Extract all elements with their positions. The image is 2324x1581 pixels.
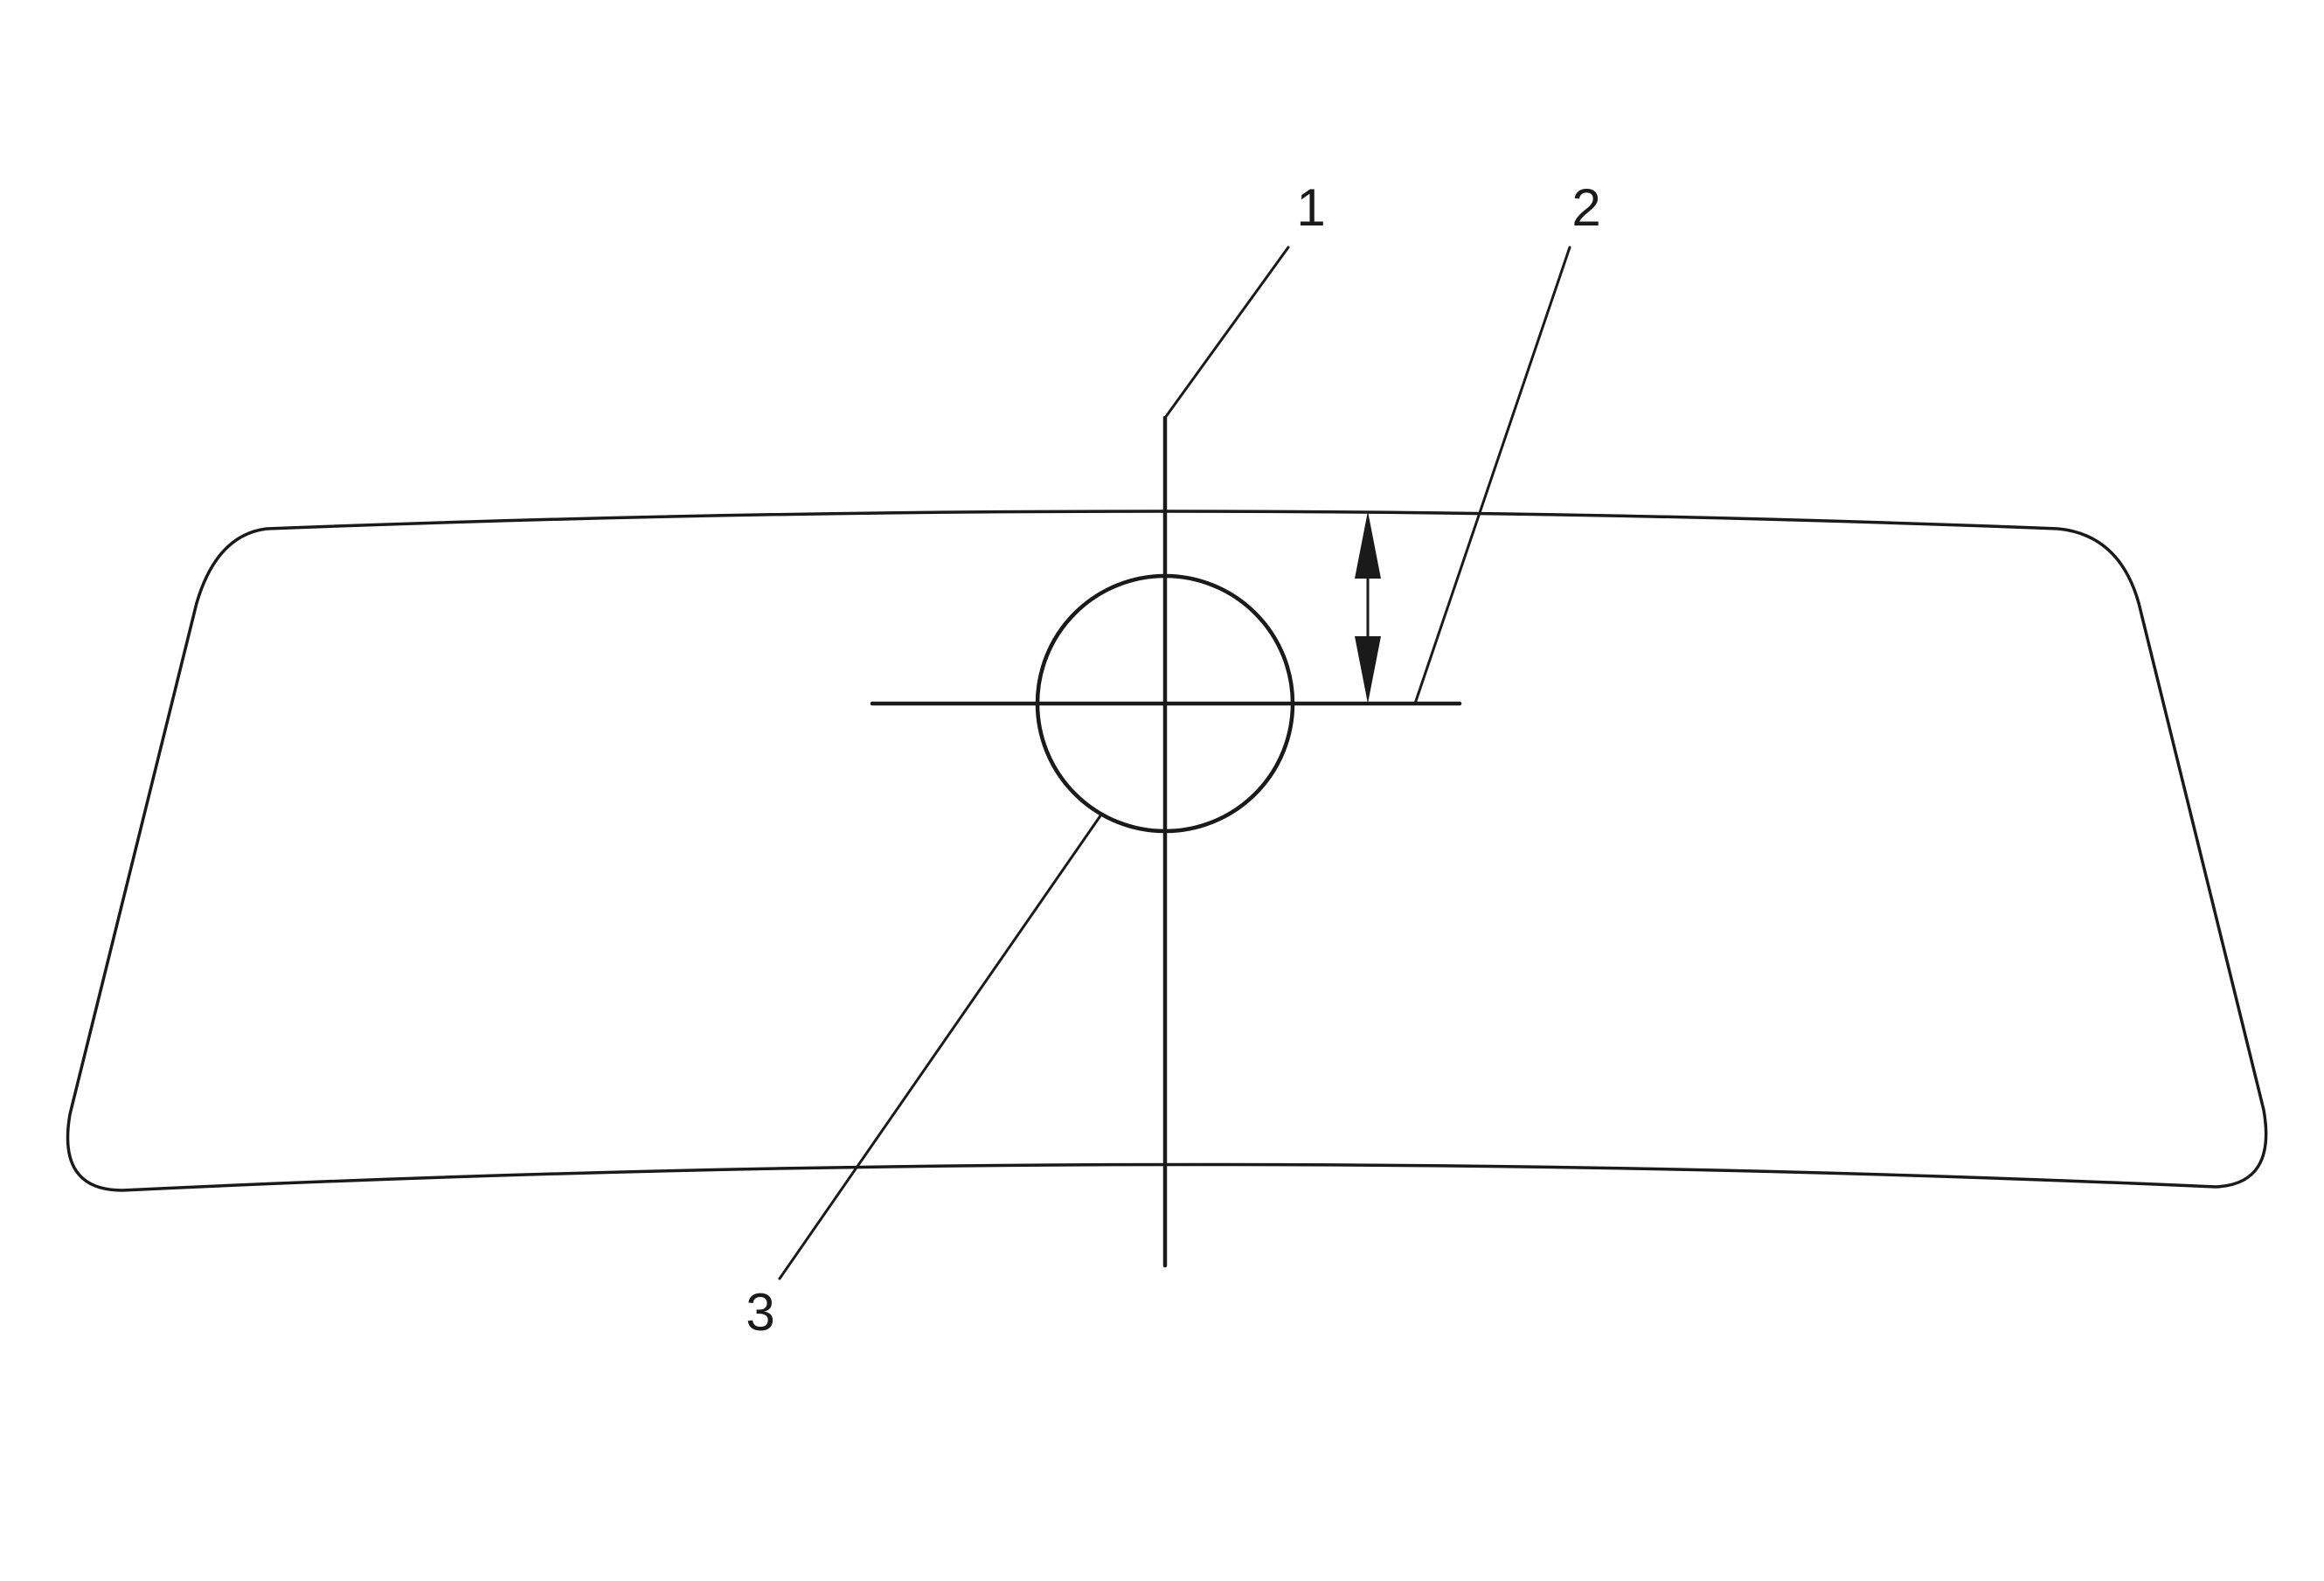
arrow-head-down: [1355, 636, 1381, 704]
target-circle: [1035, 573, 1295, 834]
leader-line-1: [1163, 246, 1290, 420]
leader-line-3: [778, 813, 1103, 1280]
callout-label-1: 1: [1296, 178, 1325, 237]
windshield-outline: [66, 510, 2268, 1192]
callout-label-2: 2: [1571, 178, 1600, 237]
leader-line-2: [1413, 246, 1571, 705]
arrow-head-up: [1355, 511, 1381, 579]
callout-label-3: 3: [746, 1283, 774, 1342]
dimension-arrow: [1355, 511, 1381, 704]
